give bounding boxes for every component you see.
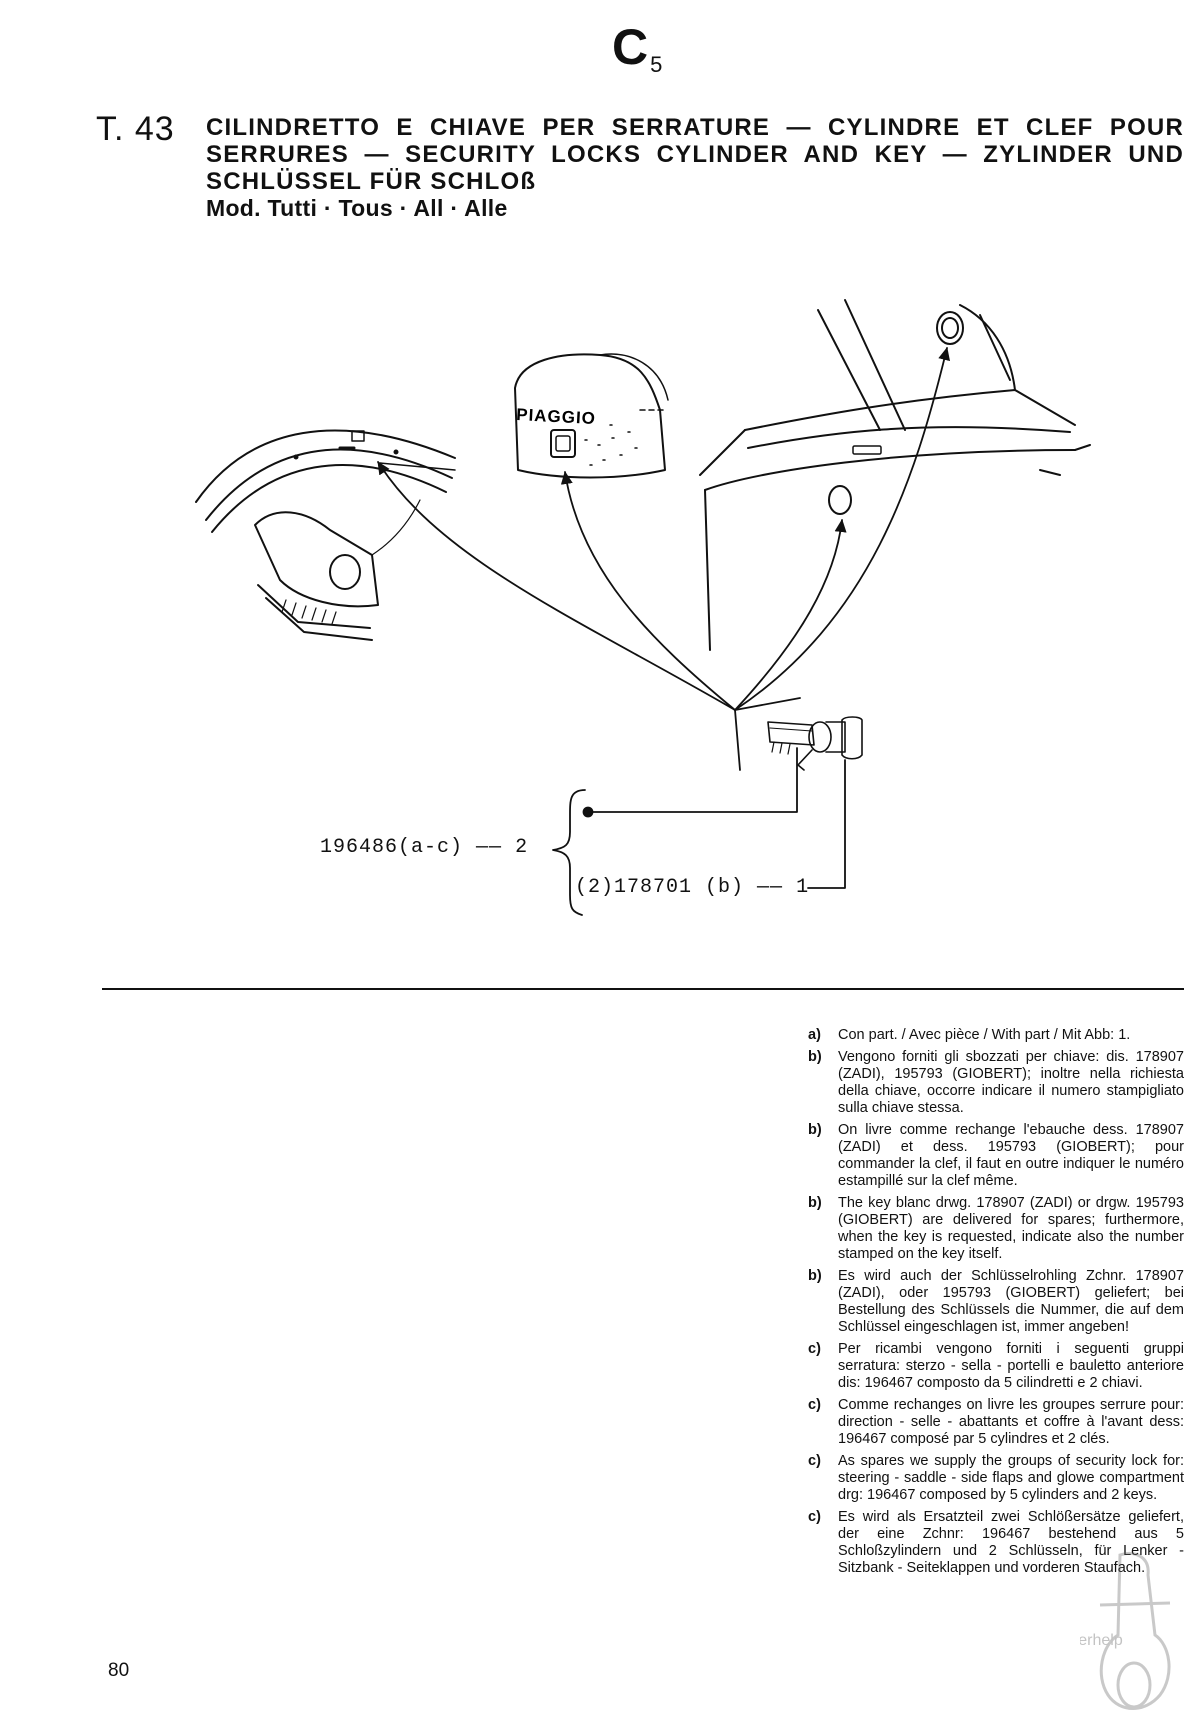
steering-lock-view bbox=[195, 429, 456, 641]
note-item: c) Es wird als Ersatzteil zwei Schlößersä… bbox=[808, 1509, 1184, 1577]
note-text: Es wird auch der Schlüsselrohling Zchnr.… bbox=[838, 1268, 1184, 1335]
models-line: Mod. Tutti · Tous · All · Alle bbox=[206, 195, 508, 221]
callout-lock-set: 196486(a-c) —— 2 bbox=[320, 836, 529, 859]
callout-key-blank-qty: 1 bbox=[796, 876, 810, 899]
note-text: Per ricambi vengono forniti i seguenti g… bbox=[838, 1341, 1184, 1391]
note-tag: b) bbox=[808, 1268, 822, 1284]
note-item: b) On livre comme rechange l'ebauche dess… bbox=[808, 1122, 1184, 1190]
notes: a) Con part. / Avec pièce / With part / M… bbox=[808, 1027, 1184, 1582]
note-item: c) Comme rechanges on livre les groupes s… bbox=[808, 1397, 1184, 1448]
note-tag: b) bbox=[808, 1195, 822, 1211]
watermark-text: scooterhelp bbox=[1080, 1632, 1123, 1649]
note-tag: c) bbox=[808, 1341, 821, 1357]
section-letter: C bbox=[612, 19, 649, 75]
note-tag: a) bbox=[808, 1027, 821, 1043]
callout-key-blank: (2)178701 (b) —— 1 bbox=[575, 876, 810, 899]
note-tag: c) bbox=[808, 1397, 821, 1413]
note-tag: c) bbox=[808, 1453, 821, 1469]
note-text: As spares we supply the groups of securi… bbox=[838, 1453, 1184, 1503]
divider bbox=[102, 988, 1184, 990]
note-tag: b) bbox=[808, 1049, 822, 1065]
note-tag: c) bbox=[808, 1509, 821, 1525]
side-panel-lock-icon bbox=[828, 485, 852, 515]
exploded-diagram: PIAGGIO bbox=[195, 299, 1091, 916]
table-number: T. 43 bbox=[96, 110, 175, 148]
note-item: c) Per ricambi vengono forniti i seguenti… bbox=[808, 1341, 1184, 1392]
saddle-lock-icon bbox=[941, 317, 959, 339]
lock-hole-icon bbox=[329, 554, 361, 590]
title-block: CILINDRETTO E CHIAVE PER SERRATURE — CYL… bbox=[206, 114, 1184, 222]
note-item: b) The key blanc drwg. 178907 (ZADI) or d… bbox=[808, 1195, 1184, 1263]
note-item: c) As spares we supply the groups of secu… bbox=[808, 1453, 1184, 1504]
lock-slot-icon bbox=[351, 430, 365, 442]
section-code: C5 bbox=[612, 19, 662, 76]
callout-lock-set-qty: 2 bbox=[515, 836, 529, 859]
note-text: Comme rechanges on livre les groupes ser… bbox=[838, 1397, 1184, 1447]
page-title: CILINDRETTO E CHIAVE PER SERRATURE — CYL… bbox=[206, 114, 1184, 195]
note-item: a) Con part. / Avec pièce / With part / M… bbox=[808, 1027, 1184, 1044]
leader-lines bbox=[377, 347, 951, 771]
section-index: 5 bbox=[650, 52, 663, 77]
note-item: b) Es wird auch der Schlüsselrohling Zchn… bbox=[808, 1268, 1184, 1336]
glove-lock-icon bbox=[555, 435, 571, 452]
note-text: On livre comme rechange l'ebauche dess. … bbox=[838, 1122, 1184, 1189]
note-text: The key blanc drwg. 178907 (ZADI) or drg… bbox=[838, 1195, 1184, 1262]
brand-label: PIAGGIO bbox=[516, 405, 597, 428]
watermark-logo: scooterhelp bbox=[1080, 1551, 1171, 1710]
note-tag: b) bbox=[808, 1122, 822, 1138]
note-text: Vengono forniti gli sbozzati per chiave:… bbox=[838, 1049, 1184, 1116]
lock-cylinder-and-key bbox=[767, 716, 863, 771]
callout-key-blank-ref: (2)178701 (b) bbox=[575, 876, 745, 899]
note-item: b) Vengono forniti gli sbozzati per chiav… bbox=[808, 1049, 1184, 1117]
side-panel-view bbox=[699, 299, 1091, 651]
page-number: 80 bbox=[108, 1660, 130, 1681]
note-text: Con part. / Avec pièce / With part / Mit… bbox=[838, 1027, 1131, 1043]
callout-bracket bbox=[552, 747, 846, 916]
note-text: Es wird als Ersatzteil zwei Schlößersätz… bbox=[838, 1509, 1184, 1576]
callout-lock-set-ref: 196486(a-c) bbox=[320, 836, 464, 859]
